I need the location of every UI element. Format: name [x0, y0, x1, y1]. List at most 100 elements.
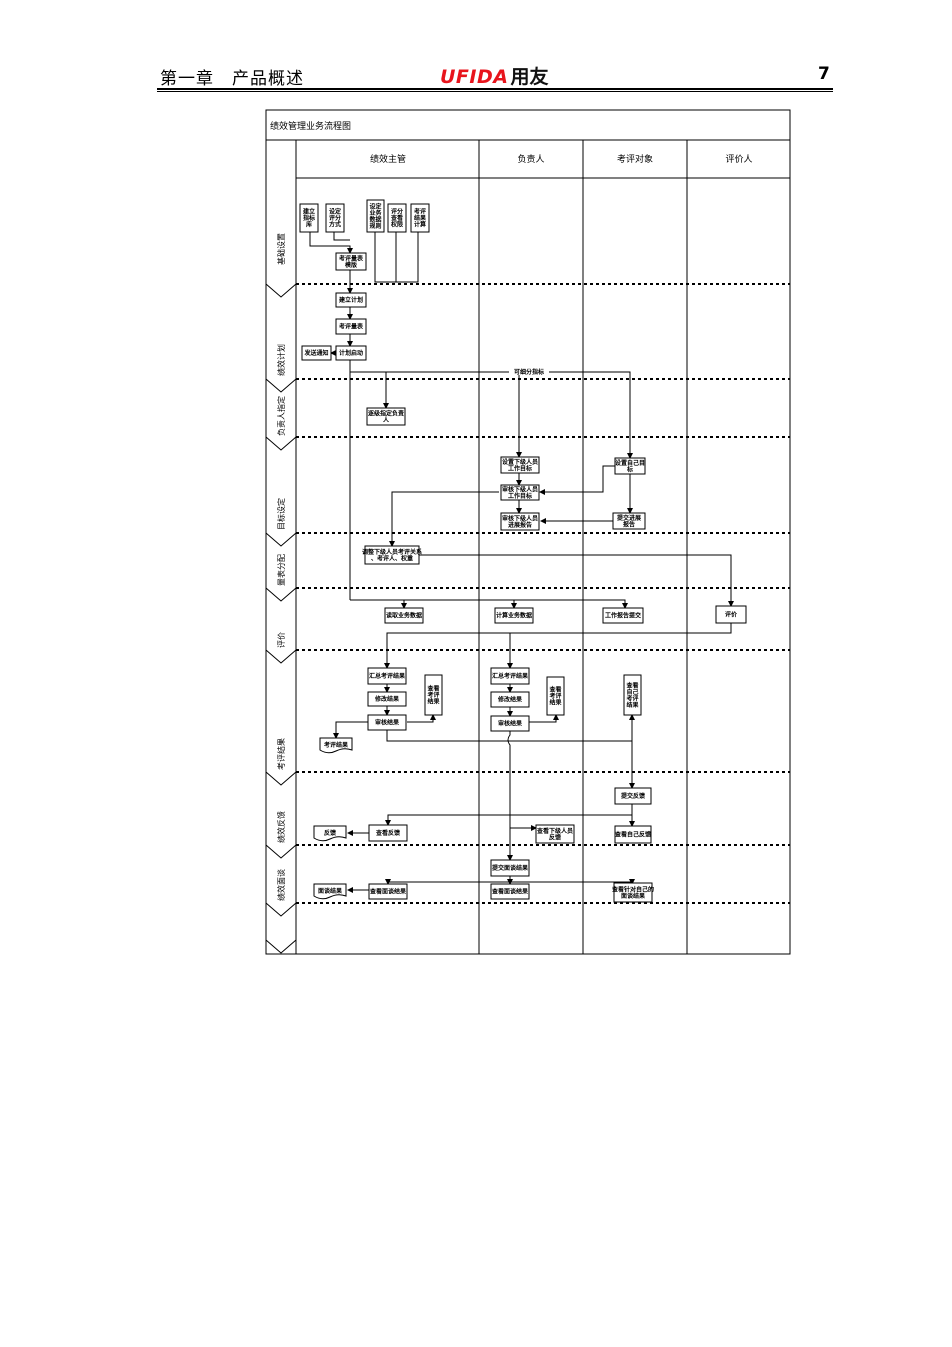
box-shape: [490, 667, 530, 685]
flow-box-chakanziji: 查看自己考评结果: [623, 674, 642, 716]
box-label: 查看反馈: [375, 829, 400, 837]
flow-box-pingjia: 评价: [715, 605, 747, 624]
column-header-owner: 负责人: [517, 153, 544, 165]
chapter-title: 第一章 产品概述: [160, 69, 304, 89]
flow-box-shedingpingfen: 设定评分方式: [325, 203, 345, 233]
box-label: 提交面谈结果: [492, 864, 528, 872]
box-label: 修改结果: [374, 695, 399, 703]
phase-label-results: 考评结果: [276, 738, 286, 770]
box-label: 计划启动: [339, 349, 363, 357]
box-shape: [367, 714, 407, 731]
box-label: 评分查看权限: [390, 208, 403, 229]
column-header-evaluator: 评价人: [725, 154, 752, 165]
flow-box-kaopingliangbiao-mb: 考评量表模版: [335, 252, 367, 271]
box-label: 查看下级人员反馈: [536, 827, 573, 842]
box-shape: [364, 545, 420, 565]
flow-box-yewushuju: 设定业务数据规则: [366, 199, 385, 233]
flow-box-chakanfankui: 查看反馈: [368, 824, 408, 842]
box-shape: [367, 667, 407, 685]
box-shape: [335, 345, 367, 361]
box-shape: [366, 199, 385, 233]
box-shape: [384, 607, 424, 624]
flow-box-xiashugongzuomubiao: 设置下级人员工作目标: [500, 456, 540, 474]
box-shape: [490, 715, 530, 732]
logo-cn: 用友: [510, 66, 549, 88]
flow-box-zhidingfuzeren: 逐级指定负责人: [366, 407, 406, 426]
box-shape: [612, 512, 646, 530]
box-shape: [490, 691, 530, 708]
box-label: 考评量表模版: [339, 254, 364, 269]
box-label: 查看面谈结果: [491, 888, 528, 896]
flow-box-xiugai-r: 修改结果: [490, 691, 530, 708]
box-shape: [410, 203, 430, 233]
box-label: 面谈结果: [318, 887, 342, 895]
box-label: 查看自己考评结果: [625, 681, 638, 709]
flow-box-jihuaqidong: 计划启动: [335, 345, 367, 361]
box-label: 查看自己反馈: [614, 831, 651, 839]
flow-box-gongzuobaogao: 工作报告提交: [602, 607, 644, 624]
box-label: 审核下级人员进展报告: [502, 514, 538, 529]
box-label: 修改结果: [497, 696, 522, 704]
box-shape: [535, 824, 575, 844]
box-label: 读取业务数据: [386, 612, 422, 620]
box-label: 反馈: [324, 829, 336, 837]
box-label: 查看面谈结果: [369, 888, 406, 896]
box-shape: [366, 407, 406, 426]
header-rule-thin: [157, 91, 833, 92]
flow-box-jisuanyewushuju: 计算业务数据: [494, 607, 534, 624]
box-label: 发送通知: [303, 349, 328, 357]
box-shape: [613, 882, 653, 903]
phase-label-interview: 绩效面谈: [276, 869, 286, 901]
document-shape: [319, 737, 353, 754]
box-shape: [500, 512, 540, 531]
box-label: 考评结果: [324, 741, 348, 749]
box-shape: [368, 824, 408, 842]
flow-box-kaopingjieguo-doc: 考评结果: [319, 737, 353, 754]
box-label: 工作报告提交: [605, 612, 641, 620]
box-label: 查看针对自己的面谈结果: [611, 885, 654, 900]
flow-box-chakan-m: 查看考评结果: [424, 674, 443, 716]
flow-box-chakanmiantan-r: 查看面谈结果: [490, 883, 530, 900]
box-label: 审核结果: [498, 720, 522, 728]
box-shape: [367, 691, 407, 707]
flow-box-huizong-m: 汇总考评结果: [367, 667, 407, 685]
box-shape: [301, 345, 332, 361]
box-label: 逐级指定负责人: [368, 409, 404, 424]
box-shape: [500, 484, 540, 501]
phase-separators: [296, 283, 790, 904]
box-shape: [368, 883, 408, 900]
phase-chevrons: [265, 283, 297, 954]
box-label: 查看考评结果: [548, 686, 561, 707]
flow-box-shenhejinzhanbaogao: 审核下级人员进展报告: [500, 512, 540, 531]
box-shape: [500, 456, 540, 474]
document-shape: [313, 825, 347, 842]
column-header-performance-manager: 绩效主管: [370, 153, 406, 165]
box-shape: [490, 883, 530, 900]
flow-box-shezhizijimubiao: 设置自己目标: [614, 457, 646, 475]
box-shape: [546, 676, 565, 716]
flow-box-huizong-r: 汇总考评结果: [490, 667, 530, 685]
box-label: 考评结果计算: [414, 208, 426, 229]
flow-box-tijiaofankui: 提交反馈: [614, 787, 652, 805]
box-shape: [424, 674, 443, 716]
document-shape: [313, 883, 347, 900]
phase-label-feedback: 绩效反馈: [276, 811, 286, 843]
box-label: 审核下级人员工作目标: [502, 485, 538, 500]
flow-box-tijiaojinzhan: 提交进展报告: [612, 512, 646, 530]
flow-box-chakanzijimiantan: 查看针对自己的面谈结果: [611, 882, 654, 903]
flow-box-chakanxiashufankui: 查看下级人员反馈: [535, 824, 575, 844]
box-label: 建立计划: [339, 296, 363, 304]
flow-box-jianlizhibiaoku: 建立指标库: [299, 203, 319, 233]
flow-box-jianlijihua: 建立计划: [335, 292, 367, 308]
flow-box-chakanzijifankui: 查看自己反馈: [614, 825, 652, 844]
box-label: 设定评分方式: [329, 208, 341, 229]
box-shape: [325, 203, 345, 233]
box-label: 设定业务数据规则: [369, 202, 382, 230]
box-shape: [614, 457, 646, 475]
box-label: 提交反馈: [621, 792, 645, 800]
phase-label-basic-settings: 基础设置: [276, 233, 286, 265]
box-label: 查看考评结果: [426, 685, 439, 706]
box-shape: [299, 203, 319, 233]
flow-box-miantanjieguo-doc: 面谈结果: [313, 883, 347, 900]
